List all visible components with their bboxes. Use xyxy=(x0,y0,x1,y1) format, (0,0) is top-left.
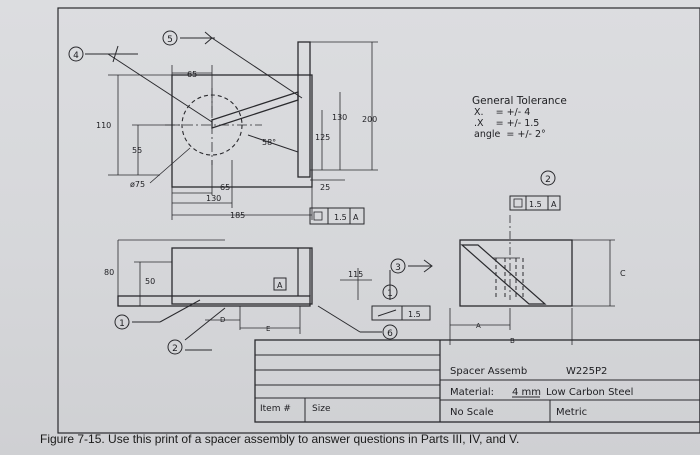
balloon-6 xyxy=(382,324,398,340)
fcf-flatness-tol: 1.5 xyxy=(408,310,421,319)
dim-c: C xyxy=(620,269,626,278)
leader-4 xyxy=(107,53,213,123)
dim-e: E xyxy=(266,325,270,333)
balloon-5-label: 5 xyxy=(167,35,173,45)
dim-130-right: 130 xyxy=(332,113,347,122)
fcf-front-tol: 1.5 xyxy=(334,213,347,222)
title-size-label: Size xyxy=(312,404,331,414)
dim-65-top: 65 xyxy=(187,70,197,79)
balloon-2-label: 2 xyxy=(172,344,178,354)
balloon-5 xyxy=(162,30,178,46)
dim-65-bot: 65 xyxy=(220,183,230,192)
dim-b: B xyxy=(510,337,515,345)
top-view-flange xyxy=(297,41,311,178)
dim-58-deg: 58° xyxy=(262,138,276,147)
figure-caption: Figure 7-15. Use this print of a spacer … xyxy=(40,432,520,446)
fcf-front-symbol-cell xyxy=(309,207,329,225)
fcf-side-tol: 1.5 xyxy=(529,200,542,209)
title-part-no: W225P2 xyxy=(566,366,607,377)
title-name: Spacer Assemb xyxy=(450,366,527,377)
front-view-body xyxy=(171,247,313,305)
balloon-6-label: 6 xyxy=(387,329,393,339)
front-view xyxy=(117,239,433,351)
title-material-label: Material: xyxy=(450,387,494,398)
balloon-3 xyxy=(390,258,406,274)
datum-a-label: A xyxy=(277,281,283,290)
datum-box-a xyxy=(273,277,287,291)
balloon-2-side-label: 2 xyxy=(545,175,551,185)
balloon-4-label: 4 xyxy=(73,51,79,61)
side-view xyxy=(449,195,615,345)
dim-200: 200 xyxy=(362,115,377,124)
leader-5 xyxy=(211,37,303,99)
balloon-1-front-label: 1 xyxy=(387,289,393,299)
leader-dia75 xyxy=(149,147,191,184)
balloon-2-side xyxy=(540,170,556,186)
tolerance-line2: .X = +/- 1.5 xyxy=(474,118,539,129)
dim-55: 55 xyxy=(132,146,142,155)
fcf-side-datum: A xyxy=(551,200,557,209)
title-item-label: Item # xyxy=(260,404,291,414)
title-material-rest: Low Carbon Steel xyxy=(546,387,633,398)
title-material-value: 4 mm xyxy=(512,387,541,398)
dim-d: D xyxy=(220,316,225,324)
top-view-plate xyxy=(171,74,313,188)
dim-a: A xyxy=(476,322,481,330)
balloon-1-label: 1 xyxy=(119,319,125,329)
balloon-2 xyxy=(167,339,183,355)
dim-50: 50 xyxy=(145,277,155,286)
dim-110: 110 xyxy=(96,121,111,130)
title-scale: No Scale xyxy=(450,407,494,418)
side-view-body xyxy=(459,239,573,307)
side-view-diagonal xyxy=(460,244,547,305)
tolerance-line3: angle = +/- 2° xyxy=(474,129,546,140)
balloon-3-label: 3 xyxy=(395,263,401,273)
tolerance-title: General Tolerance xyxy=(472,95,567,107)
dim-115: 115 xyxy=(348,270,363,279)
dim-185: 185 xyxy=(230,211,245,220)
drawing-border xyxy=(57,7,700,434)
title-block xyxy=(254,339,700,423)
dim-80: 80 xyxy=(104,268,114,277)
dim-dia75: ø75 xyxy=(130,180,145,189)
fcf-front-datum: A xyxy=(353,213,359,222)
balloon-4 xyxy=(68,46,84,62)
balloon-1-front xyxy=(382,284,398,300)
tolerance-line1: X. = +/- 4 xyxy=(474,107,530,118)
top-view xyxy=(85,31,378,225)
dim-125: 125 xyxy=(315,133,330,142)
title-units: Metric xyxy=(556,407,587,418)
balloon-1 xyxy=(114,314,130,330)
dim-25: 25 xyxy=(320,183,330,192)
angle-ref-line xyxy=(247,134,299,153)
dim-130-bot: 130 xyxy=(206,194,221,203)
angled-bracket xyxy=(211,91,299,129)
fcf-side-symbol-cell xyxy=(509,195,527,211)
